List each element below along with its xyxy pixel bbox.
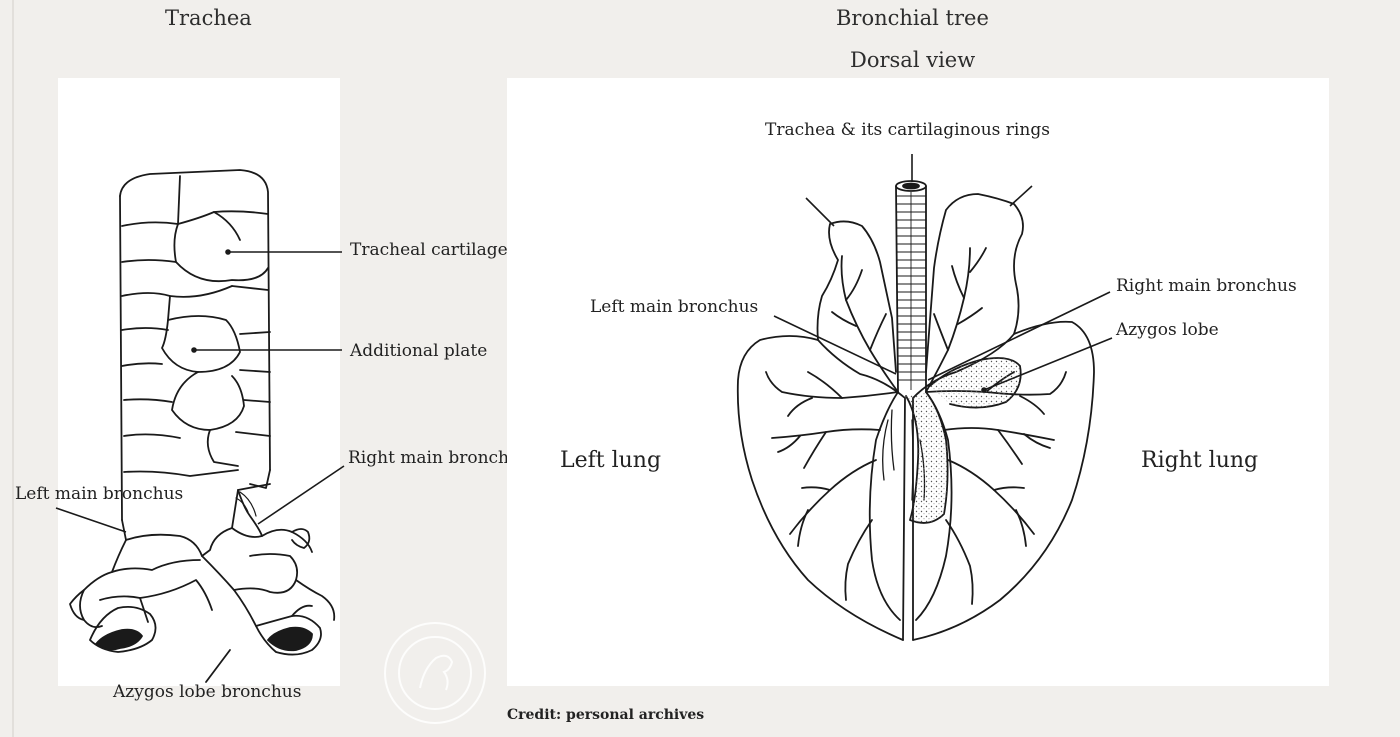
label-left-main-bronchus: Left main bronchus — [590, 297, 759, 317]
label-tracheal-cartilage: Tracheal cartilage — [350, 240, 508, 260]
label-azygos-lobe: Azygos lobe — [1116, 320, 1219, 340]
label-right-main-bronchus: Right main bronchus — [1116, 276, 1297, 296]
bronchial-tree-title: Bronchial tree — [836, 6, 989, 30]
bronchial-tree-panel — [507, 78, 1329, 686]
label-right-main-bronchus-trachea: Right main bronchus — [348, 448, 529, 468]
horse-seal-icon — [384, 622, 486, 724]
label-azygos-lobe-bronchus: Azygos lobe bronchus — [113, 682, 302, 702]
credit-text: Credit: personal archives — [507, 707, 705, 723]
dorsal-view-subtitle: Dorsal view — [850, 48, 976, 72]
label-right-lung: Right lung — [1141, 448, 1259, 473]
left-divider — [12, 0, 14, 737]
trachea-title: Trachea — [165, 6, 252, 30]
label-left-lung: Left lung — [560, 448, 662, 473]
label-trachea-rings: Trachea & its cartilaginous rings — [765, 120, 1050, 140]
label-left-main-bronchus-trachea: Left main bronchus — [15, 484, 184, 504]
label-additional-plate: Additional plate — [350, 341, 488, 361]
